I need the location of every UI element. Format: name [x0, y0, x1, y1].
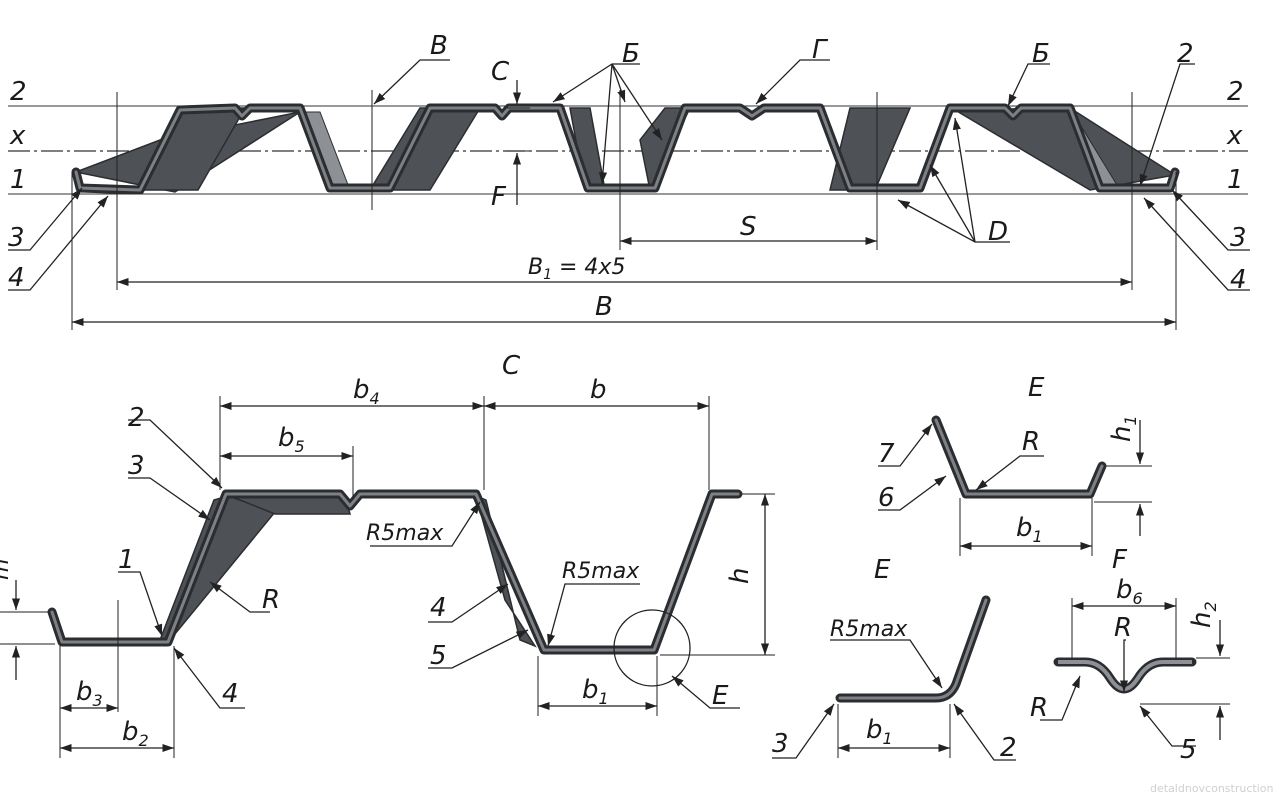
- label-4-left: 4: [8, 263, 25, 293]
- dim-label-B1: B1 = 4x5: [528, 255, 625, 283]
- line-label-1-right: 1: [1227, 165, 1244, 195]
- detail-E-top: E 7 6 R h1 b1: [878, 373, 1152, 556]
- line-label-2-left: 2: [10, 77, 27, 107]
- detail-E-bottom-profile: [835, 595, 991, 703]
- watermark: detaldnovconstruction: [1150, 782, 1273, 795]
- section-C-label-R: R: [262, 585, 280, 615]
- dim-label-detail-E-b1: b1: [1016, 513, 1043, 546]
- section-C-label-R5max-bottom: R5max: [562, 559, 640, 584]
- detail-E-bottom: E R5max 3 2 b1: [772, 555, 1017, 763]
- section-C: C: [0, 351, 775, 758]
- dim-label-h2: h2: [1187, 601, 1220, 628]
- detail-E-bottom-title: E: [874, 555, 891, 585]
- detail-E-top-label-7: 7: [878, 439, 895, 469]
- dim-label-b3: b3: [76, 677, 103, 710]
- callout-C: C: [491, 57, 510, 87]
- label-3-left: 3: [8, 223, 25, 253]
- callout-B-cyr-2: Б: [1032, 39, 1050, 69]
- detail-E-bottom-label-3: 3: [772, 729, 789, 759]
- detail-E-top-title: E: [1028, 373, 1045, 403]
- callout-G: Г: [812, 35, 829, 65]
- detail-F-label-R-left: R: [1030, 693, 1048, 723]
- section-C-label-3: 3: [128, 451, 145, 481]
- label-3-right: 3: [1230, 223, 1247, 253]
- section-C-label-2: 2: [128, 403, 145, 433]
- dim-label-b6: b6: [1116, 575, 1143, 608]
- detail-F-profile: [1053, 657, 1197, 694]
- callout-V: В: [430, 31, 448, 61]
- detail-E-top-label-6: 6: [878, 483, 895, 513]
- callout-D: D: [988, 217, 1008, 247]
- label-4-right: 4: [1230, 265, 1247, 295]
- detail-F-label-R-top: R: [1114, 613, 1132, 643]
- callout-B-cyr: Б: [622, 39, 640, 69]
- section-C-title: C: [502, 351, 521, 381]
- dim-label-b: b: [590, 375, 607, 405]
- detail-E-bottom-label-2: 2: [1000, 733, 1017, 763]
- detail-F-title: F: [1112, 545, 1128, 575]
- section-C-label-4b: 4: [430, 593, 447, 623]
- detail-F: F b6 h2 R R 5: [1030, 545, 1230, 765]
- callout-F: F: [491, 182, 507, 212]
- profile-webs: [73, 107, 1178, 193]
- dim-label-b5: b5: [278, 423, 305, 456]
- section-C-label-5: 5: [430, 641, 447, 671]
- dim-label-detail-E2-b1: b1: [866, 715, 893, 748]
- detail-E-bottom-label-R5max: R5max: [830, 617, 908, 642]
- dim-label-h: h: [725, 568, 755, 584]
- section-C-label-4: 4: [222, 679, 239, 709]
- dim-label-b1: b1: [582, 675, 609, 708]
- line-label-2-right: 2: [1227, 77, 1244, 107]
- detail-F-label-5: 5: [1180, 735, 1197, 765]
- dim-label-b4: b4: [353, 375, 380, 408]
- main-view-labels: В C Б Г Б 2 F S D 2 x 1 2 x 1 3 4 3 4 B1…: [8, 31, 1247, 322]
- detail-E-top-label-R: R: [1022, 427, 1040, 457]
- dim-label-h1: h1: [1107, 415, 1140, 442]
- dim-label-b2: b2: [122, 717, 149, 750]
- section-C-label-R5max-top: R5max: [366, 521, 444, 546]
- detail-E-circle: [613, 609, 691, 687]
- line-label-1-left: 1: [10, 165, 27, 195]
- section-C-label-1: 1: [118, 545, 135, 575]
- label-S: S: [740, 212, 757, 242]
- line-label-x-left: x: [9, 121, 26, 151]
- dim-label-h-left: m: [0, 559, 14, 580]
- main-profile-view: [8, 59, 1250, 330]
- section-C-label-E: E: [712, 681, 729, 711]
- dim-label-B: B: [595, 292, 613, 322]
- callout-2-right: 2: [1177, 39, 1194, 69]
- line-label-x-right: x: [1226, 121, 1243, 151]
